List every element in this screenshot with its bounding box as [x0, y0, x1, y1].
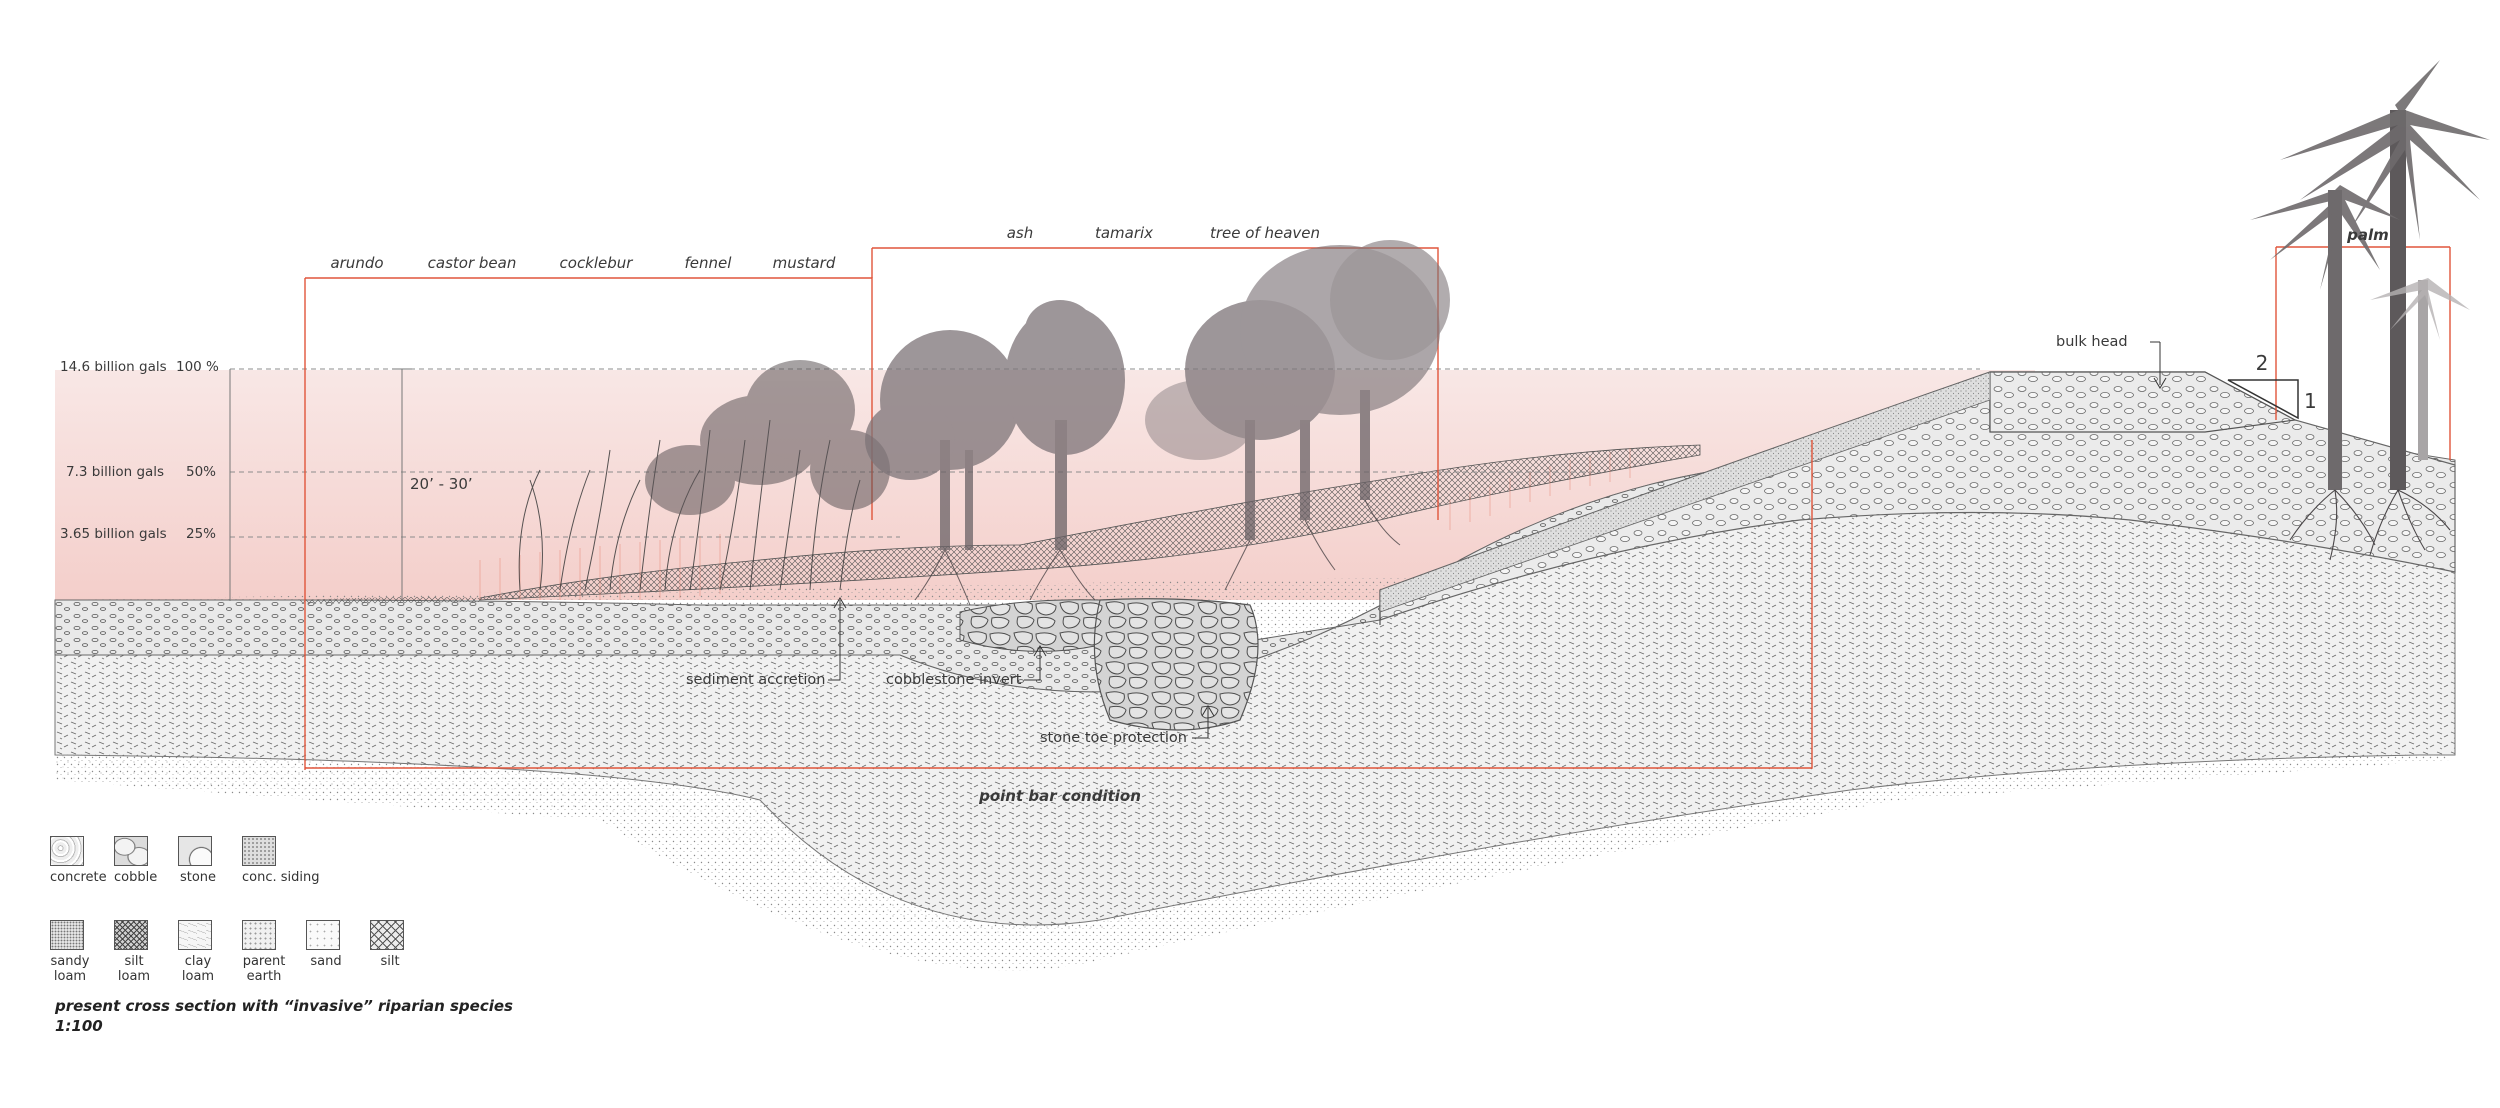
stone-toe-protection: [1093, 598, 1259, 731]
palm-illustration: [2250, 60, 2490, 561]
water-volume-25: 3.65 billion gals: [60, 526, 167, 542]
legend-label: silt: [380, 954, 400, 969]
point-bar-range: [305, 440, 1813, 769]
legend-label: concrete: [50, 870, 107, 885]
legend-label: stone: [179, 870, 217, 885]
caption-scale: 1:100: [55, 1017, 103, 1035]
tree-range-bracket: [871, 247, 1439, 520]
silt-loam-mat: [479, 444, 1701, 601]
depth-label: 20’ - 30’: [410, 475, 473, 493]
legend-item-silt: silt: [370, 920, 434, 984]
tree-roots: [914, 499, 1401, 606]
legend-row-hard-materials: concrete cobble stone conc. siding: [50, 836, 320, 885]
silt-loam-swatch: [114, 920, 148, 950]
legend-item-parent-earth: parent earth: [242, 920, 306, 984]
slope-indicator: [2227, 379, 2299, 420]
legend-label: cobble: [114, 870, 158, 885]
cobblestone-invert: [959, 599, 1101, 652]
sand-swatch: [306, 920, 340, 950]
legend-row-soils: sandy loam silt loam clay loam parent ea…: [50, 920, 434, 984]
water-percent-50: 50%: [186, 464, 216, 480]
legend-item-stone: stone: [178, 836, 242, 885]
species-tree-of-heaven: tree of heaven: [1210, 224, 1320, 242]
species-tamarix: tamarix: [1095, 224, 1153, 242]
stone-toe-protection-label: stone toe protection: [1040, 730, 1187, 746]
parent-earth-swatch: [242, 920, 276, 950]
legend-label: sandy loam: [50, 954, 90, 984]
bulk-head: [1989, 371, 2297, 433]
trees-illustration: [865, 240, 1450, 550]
stone-swatch: [178, 836, 212, 866]
concrete-siding: [1379, 371, 1991, 613]
legend-label: sand: [310, 954, 342, 969]
palm-range-bracket: [2275, 246, 2451, 460]
species-castor-bean: castor bean: [428, 254, 517, 272]
sandy-loam-swatch: [50, 920, 84, 950]
cobble-swatch: [114, 836, 148, 866]
species-arundo: arundo: [330, 254, 383, 272]
legend-label: clay loam: [181, 954, 215, 984]
bulk-head-label: bulk head: [2056, 334, 2128, 350]
water-percent-100: 100 %: [176, 359, 219, 375]
legend-item-cobble: cobble: [114, 836, 178, 885]
invasive-herbs-illustration: [518, 419, 861, 591]
silt-swatch: [370, 920, 404, 950]
water-volume-50: 7.3 billion gals: [66, 464, 164, 480]
legend-item-sandy-loam: sandy loam: [50, 920, 114, 984]
water-percent-25: 25%: [186, 526, 216, 542]
water-volume-100: 14.6 billion gals: [60, 359, 167, 375]
slope-rise: 1: [2304, 389, 2317, 413]
legend-label: parent earth: [242, 954, 286, 984]
species-cocklebur: cocklebur: [560, 254, 634, 272]
point-bar-condition-label: point bar condition: [978, 787, 1141, 805]
species-palm: palm: [2346, 226, 2389, 244]
clay-loam-swatch: [178, 920, 212, 950]
legend-item-concrete: concrete: [50, 836, 114, 885]
species-ash: ash: [1007, 224, 1034, 242]
cobblestone-invert-label: cobblestone invert: [886, 672, 1022, 688]
species-fennel: fennel: [685, 254, 733, 272]
legend-item-conc-siding: conc. siding: [242, 836, 320, 885]
concrete-swatch: [50, 836, 84, 866]
legend-label: conc. siding: [242, 870, 320, 885]
figure-caption: present cross section with “invasive” ri…: [55, 996, 513, 1036]
legend-item-sand: sand: [306, 920, 370, 984]
caption-title: present cross section with “invasive” ri…: [55, 997, 513, 1015]
slope-run: 2: [2256, 351, 2269, 375]
conc-siding-swatch: [242, 836, 276, 866]
legend-label: silt loam: [117, 954, 151, 984]
legend-item-clay-loam: clay loam: [178, 920, 242, 984]
species-mustard: mustard: [773, 254, 836, 272]
sediment-accretion-label: sediment accretion: [686, 672, 825, 688]
legend-item-silt-loam: silt loam: [114, 920, 178, 984]
